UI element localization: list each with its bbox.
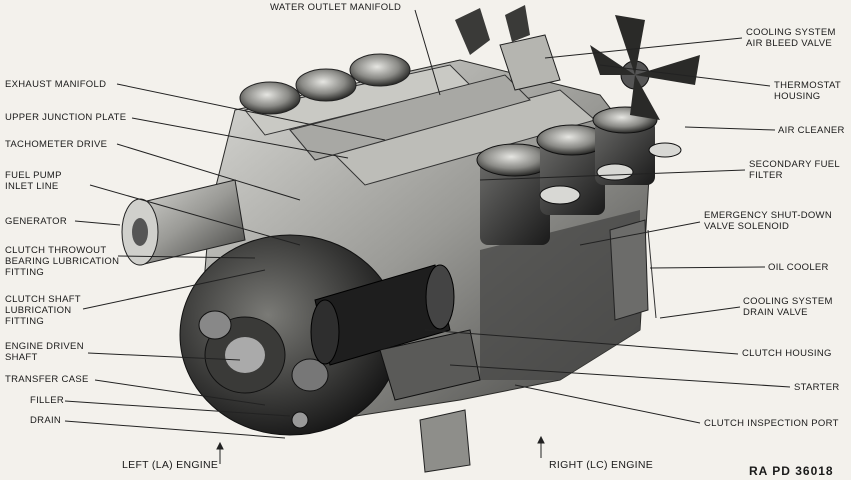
water-outlet	[455, 8, 490, 55]
label-fuel-pump-inlet-line: FUEL PUMP INLET LINE	[5, 170, 62, 192]
leader-lines	[64, 9, 791, 439]
label-engine-driven-shaft: ENGINE DRIVEN SHAFT	[5, 341, 84, 363]
label-starter: STARTER	[794, 382, 840, 393]
caption-right-engine: RIGHT (LC) ENGINE	[549, 459, 654, 471]
air-cleaner-cap	[295, 68, 357, 102]
generator	[121, 179, 246, 266]
thermostat-housing	[499, 34, 561, 91]
label-upper-junction-plate: UPPER JUNCTION PLATE	[5, 112, 127, 123]
transfer-case	[179, 234, 401, 436]
engine-illustration	[121, 5, 700, 473]
label-filler: FILLER	[30, 395, 65, 406]
label-air-cleaner: AIR CLEANER	[778, 125, 845, 136]
air-cleaner-right	[476, 106, 682, 245]
label-secondary-fuel-filter: SECONDARY FUEL FILTER	[749, 159, 840, 181]
label-water-outlet-manifold: WATER OUTLET MANIFOLD	[270, 2, 402, 13]
label-oil-cooler: OIL COOLER	[768, 262, 829, 273]
oil-cooler	[609, 219, 649, 321]
label-thermostat-housing: THERMOSTAT HOUSING	[774, 80, 842, 102]
label-cooling-drain-valve: COOLING SYSTEM DRAIN VALVE	[743, 296, 833, 318]
label-clutch-throwout-bearing: CLUTCH THROWOUT BEARING LUBRICATION FITT…	[5, 245, 120, 278]
starter	[310, 264, 455, 366]
label-generator: GENERATOR	[5, 216, 67, 227]
engine-mount	[419, 409, 471, 473]
label-emergency-shutdown-solenoid: EMERGENCY SHUT-DOWN VALVE SOLENOID	[704, 210, 832, 232]
label-drain: DRAIN	[30, 415, 62, 426]
label-exhaust-manifold: EXHAUST MANIFOLD	[5, 79, 107, 90]
plate-id: RA PD 36018	[749, 464, 834, 478]
label-transfer-case: TRANSFER CASE	[5, 374, 89, 385]
air-cleaner-cap	[349, 53, 411, 87]
caption-arrows	[216, 435, 545, 464]
air-cleaner-cap	[239, 81, 301, 115]
label-tachometer-drive: TACHOMETER DRIVE	[5, 139, 108, 150]
clutch-inspection-port	[379, 329, 481, 401]
label-cooling-air-bleed-valve: COOLING SYSTEM AIR BLEED VALVE	[746, 27, 836, 49]
label-clutch-inspection-port: CLUTCH INSPECTION PORT	[704, 418, 839, 429]
label-clutch-housing: CLUTCH HOUSING	[742, 348, 832, 359]
label-clutch-shaft-lubrication: CLUTCH SHAFT LUBRICATION FITTING	[5, 294, 81, 327]
caption-left-engine: LEFT (LA) ENGINE	[122, 459, 219, 471]
fan	[590, 15, 700, 120]
